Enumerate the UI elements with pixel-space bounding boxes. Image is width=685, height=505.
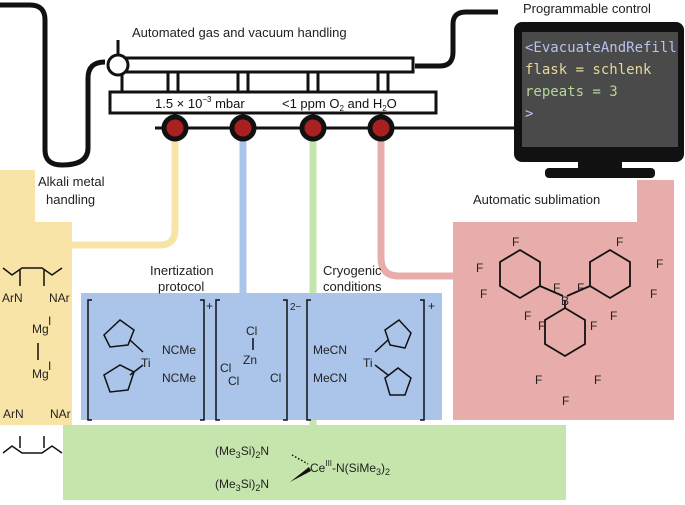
alkali-label: handling xyxy=(46,192,95,207)
cryogenic-label: Cryogenic conditions xyxy=(323,263,382,294)
chem-label: F xyxy=(616,235,623,249)
chem-label: NAr xyxy=(50,407,71,421)
inertization-label: Inertization xyxy=(150,263,214,278)
chem-label: Cl xyxy=(246,324,257,338)
cryogenic-label-line: Cryogenic xyxy=(323,263,382,278)
alkali-label: Alkali metal xyxy=(38,174,105,189)
chem-label: F xyxy=(650,287,657,301)
titanocene-salt-labels: Ti NCMe NCMe + Cl Zn Cl Cl Cl 2− MeCN Me… xyxy=(141,299,435,388)
chem-label: F xyxy=(476,261,483,275)
valves xyxy=(161,113,395,142)
inertization-label: protocol xyxy=(158,279,204,294)
yellow-line xyxy=(72,140,179,249)
chem-label: NCMe xyxy=(162,343,196,357)
chem-label: F xyxy=(524,309,531,323)
inertization-section: Inertization protocol xyxy=(81,263,442,420)
chem-label: NCMe xyxy=(162,371,196,385)
chem-label: CeIII-N(SiMe3)2 xyxy=(310,459,390,477)
chem-label: (Me3Si)2N xyxy=(215,477,269,493)
stopcock-icon xyxy=(106,53,130,77)
chem-label: MeCN xyxy=(313,343,347,357)
chem-label: F xyxy=(562,394,569,408)
chem-label: Cl xyxy=(270,371,281,385)
chem-label: Mg xyxy=(32,322,49,336)
control-title: Programmable control xyxy=(523,1,651,16)
valve-icon[interactable] xyxy=(229,113,257,142)
right-pipe xyxy=(415,9,498,69)
chem-label: F xyxy=(538,319,545,333)
titanocene-salt-structure xyxy=(87,299,425,421)
code-line: flask = schlenk xyxy=(525,62,652,78)
chem-label: F xyxy=(590,319,597,333)
chem-label: ArN xyxy=(2,291,23,305)
chem-label: I xyxy=(48,314,51,328)
chem-label: Mg xyxy=(32,367,49,381)
manifold-title: Automated gas and vacuum handling xyxy=(132,25,347,40)
alkali-section: Alkali metal handling ArN NAr Mg I Mg I … xyxy=(0,165,105,454)
chem-label: 2− xyxy=(290,302,302,313)
chem-label: NAr xyxy=(49,291,70,305)
chem-label: F xyxy=(480,287,487,301)
valve-icon[interactable] xyxy=(367,113,395,142)
left-pipe xyxy=(0,2,106,168)
chem-label: F xyxy=(553,281,560,295)
chem-label: MeCN xyxy=(313,371,347,385)
chem-label: F xyxy=(610,309,617,323)
code-line: <EvacuateAndRefill xyxy=(525,40,677,56)
red-line xyxy=(377,140,455,280)
pressure-label: 1.5 × 10−3 mbar xyxy=(155,95,245,111)
chem-label: F xyxy=(656,257,663,271)
chem-label: F xyxy=(577,281,584,295)
chem-label: (Me3Si)2N xyxy=(215,444,269,460)
chem-label: Cl xyxy=(220,361,231,375)
atmosphere-label: <1 ppm O2 and H2O xyxy=(282,96,397,113)
chem-label: + xyxy=(428,299,435,313)
chem-label: + xyxy=(206,299,213,313)
mg-dimer-structure xyxy=(2,267,63,454)
code-screen xyxy=(522,32,678,147)
chem-label: ArN xyxy=(3,407,24,421)
valve-icon[interactable] xyxy=(299,113,327,142)
cryogenic-label-line: conditions xyxy=(323,279,382,294)
chem-label: F xyxy=(512,235,519,249)
chem-label: Ti xyxy=(141,356,151,370)
chem-label: I xyxy=(48,359,51,373)
cerium-section: (Me3Si)2N (Me3Si)2N CeIII-N(SiMe3)2 xyxy=(63,425,566,500)
chem-label: F xyxy=(535,373,542,387)
chem-label: Cl xyxy=(228,374,239,388)
code-line: repeats = 3 xyxy=(525,84,618,100)
sublimation-label: Automatic sublimation xyxy=(473,192,600,207)
chem-label: Ti xyxy=(363,356,373,370)
code-line: > xyxy=(525,106,533,122)
valve-icon[interactable] xyxy=(161,113,189,142)
programmable-control: Programmable control <EvacuateAndRefill … xyxy=(514,1,684,178)
chem-label: Zn xyxy=(243,353,257,367)
chem-label: B xyxy=(561,294,569,308)
manifold: Automated gas and vacuum handling 1.5 × … xyxy=(106,25,438,115)
chem-label: F xyxy=(594,373,601,387)
sublimation-section: Automatic sublimation B F F F F F F F F … xyxy=(453,180,674,420)
